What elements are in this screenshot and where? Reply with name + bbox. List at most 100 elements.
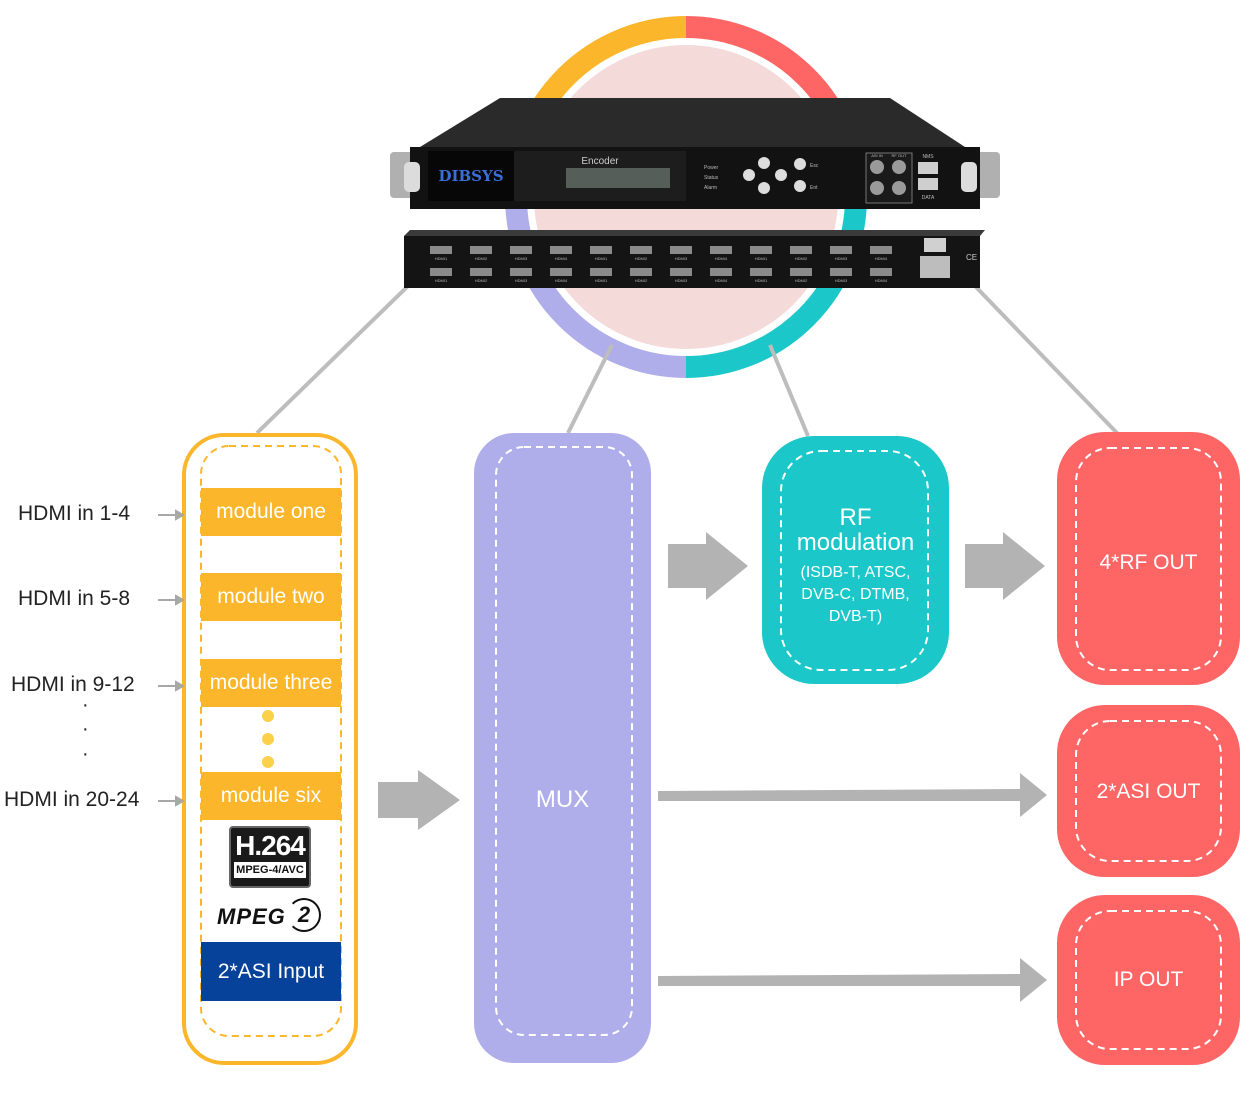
rf-title-line2: modulation xyxy=(796,529,915,556)
brand-logo: DIBSYS xyxy=(438,167,503,185)
hdmi-port xyxy=(630,268,652,276)
hdmi-port-label: HDMI3 xyxy=(515,278,528,283)
nms-ethernet-port xyxy=(918,162,938,174)
input-arrows xyxy=(158,509,186,807)
hdmi-port-label: HDMI3 xyxy=(675,278,688,283)
nav-button-right xyxy=(775,169,787,181)
hdmi-port xyxy=(670,246,692,254)
ip-out-label: IP OUT xyxy=(1113,968,1184,991)
hdmi-port xyxy=(470,268,492,276)
device-top-lid xyxy=(420,98,965,147)
hdmi-port xyxy=(830,246,852,254)
lcd-screen xyxy=(566,168,670,188)
mux-to-asi-arrow xyxy=(658,773,1047,817)
data-port-label: DATA xyxy=(922,195,935,201)
nav-button-left xyxy=(743,169,755,181)
module-two: module two xyxy=(201,573,341,621)
rf-out-block xyxy=(1057,432,1240,685)
hdmi-port-label: HDMI4 xyxy=(875,278,888,283)
input-ellipsis-dot: · xyxy=(82,743,89,765)
hdmi-port-label: HDMI1 xyxy=(755,256,768,261)
esc-button xyxy=(794,158,806,170)
asi-input-box: 2*ASI Input xyxy=(201,942,341,1001)
led-power-label: Power xyxy=(704,165,719,171)
bnc-port-group xyxy=(865,152,913,204)
module-ellipsis-dot xyxy=(262,756,274,768)
bnc-port xyxy=(870,160,884,174)
hdmi-port-label: HDMI3 xyxy=(835,278,848,283)
h264-logo-main: H.264 xyxy=(235,830,306,861)
mux-to-rf-arrow xyxy=(668,532,748,600)
esc-label: Esc xyxy=(810,163,819,169)
input-ellipsis-dot: · xyxy=(82,718,89,740)
module-one: module one xyxy=(201,488,341,536)
input-label-hdmi-1-4: HDMI in 1-4 xyxy=(18,502,131,525)
rf-title-line1: RF xyxy=(839,504,872,531)
hdmi-port xyxy=(430,246,452,254)
hdmi-port-label: HDMI4 xyxy=(555,256,568,261)
nms-port-label: NMS xyxy=(922,154,934,160)
encoder-to-mux-arrow xyxy=(378,770,460,830)
input-arrowhead xyxy=(175,795,186,807)
asi-out-label: 2*ASI OUT xyxy=(1096,780,1201,803)
hdmi-port xyxy=(710,268,732,276)
hdmi-port-label: HDMI4 xyxy=(715,278,728,283)
hdmi-port-label: HDMI2 xyxy=(635,256,648,261)
connector-mux xyxy=(566,344,614,434)
nav-button-up xyxy=(758,157,770,169)
asi-out-block xyxy=(1057,705,1240,877)
hdmi-port xyxy=(670,268,692,276)
hdmi-port-label: HDMI1 xyxy=(755,278,768,283)
mux-to-ip-arrow xyxy=(658,958,1047,1002)
encoder-panel-dashed-border xyxy=(200,445,342,1037)
hdmi-port xyxy=(510,268,532,276)
hdmi-port-label: HDMI3 xyxy=(515,256,528,261)
asi-out-dashed-border xyxy=(1075,720,1222,862)
rf-detail-line3: DVB-T) xyxy=(828,608,883,625)
hdmi-port xyxy=(790,246,812,254)
hdmi-port xyxy=(470,246,492,254)
hdmi-port-label: HDMI1 xyxy=(595,278,608,283)
h264-logo: H.264 MPEG-4/AVC xyxy=(229,826,311,888)
rear-top-edge xyxy=(404,230,985,236)
hdmi-port xyxy=(870,268,892,276)
hdmi-port xyxy=(630,246,652,254)
input-arrowhead xyxy=(175,594,186,606)
rf-out-port-label: RF OUT xyxy=(892,153,907,158)
input-arrowhead xyxy=(175,680,186,692)
input-ellipsis-dot: · xyxy=(82,694,89,716)
input-label-hdmi-20-24: HDMI in 20-24 xyxy=(4,788,140,811)
mpeg2-logo-text: MPEG xyxy=(217,904,286,929)
rf-out-dashed-border xyxy=(1075,447,1222,671)
h264-logo-sub: MPEG-4/AVC xyxy=(234,862,306,878)
hdmi-port xyxy=(750,246,772,254)
hdmi-port-label: HDMI4 xyxy=(715,256,728,261)
encoder-device: DIBSYS Encoder Power Status Alarm Esc En… xyxy=(390,98,1000,209)
connector-rf xyxy=(768,344,810,437)
hdmi-port xyxy=(430,268,452,276)
mux-label: MUX xyxy=(535,786,590,813)
ent-label: Ent xyxy=(810,185,818,191)
hdmi-port-label: HDMI1 xyxy=(595,256,608,261)
hdmi-port xyxy=(510,246,532,254)
hdmi-port-label: HDMI3 xyxy=(675,256,688,261)
module-ellipsis-dot xyxy=(262,710,274,722)
mpeg2-logo-number: 2 xyxy=(287,898,321,932)
hdmi-port xyxy=(590,268,612,276)
mux-block xyxy=(474,433,651,1063)
module-three: module three xyxy=(201,659,341,707)
hdmi-port-label: HDMI4 xyxy=(555,278,568,283)
hdmi-port xyxy=(870,246,892,254)
hdmi-port xyxy=(710,246,732,254)
mpeg2-logo: MPEG 2 xyxy=(217,896,327,936)
input-label-hdmi-9-12: HDMI in 9-12 xyxy=(11,673,135,696)
data-ethernet-port xyxy=(918,178,938,190)
hdmi-port-label: HDMI2 xyxy=(795,278,808,283)
rf-dashed-border xyxy=(780,450,929,671)
ip-out-block xyxy=(1057,895,1240,1065)
input-arrowhead xyxy=(175,509,186,521)
brand-plate xyxy=(428,151,514,201)
